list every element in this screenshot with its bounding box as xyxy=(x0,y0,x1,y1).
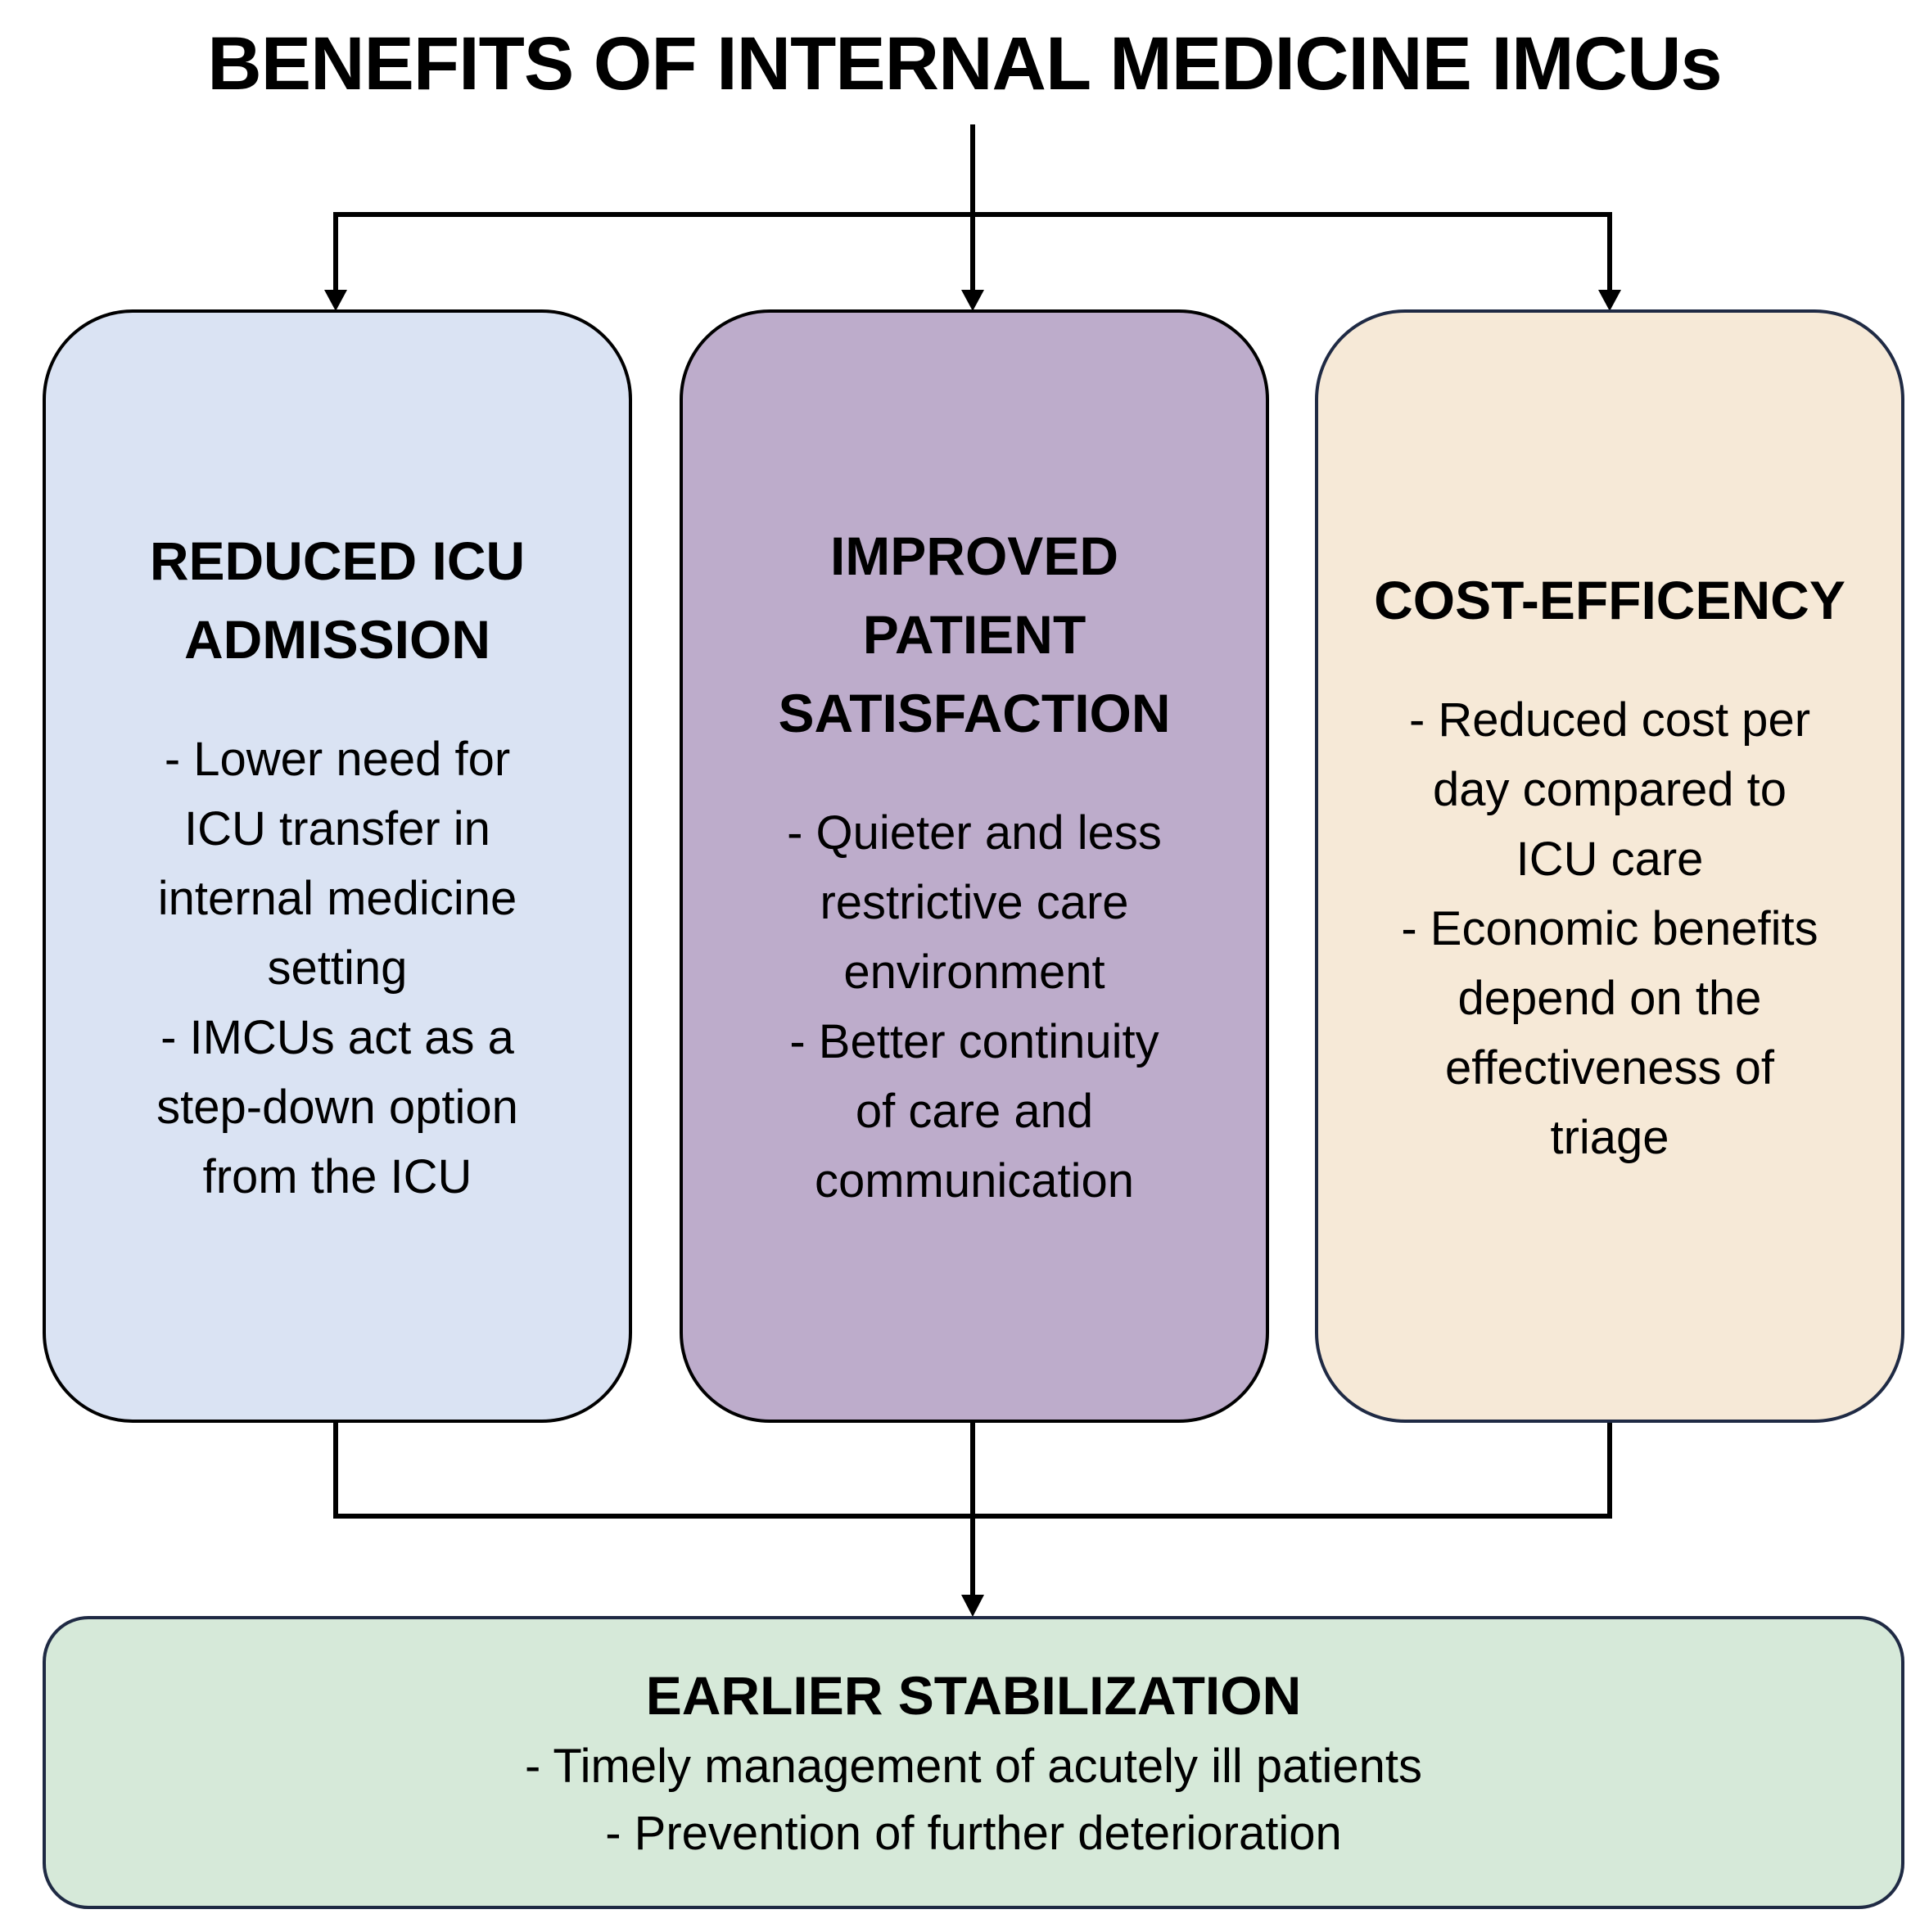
box-heading: COST-EFFICENCY xyxy=(1356,561,1863,639)
heading-line: SATISFACTION xyxy=(778,683,1171,743)
box-body: - Quieter and less restrictive care envi… xyxy=(721,798,1228,1216)
body-line: from the ICU xyxy=(202,1149,472,1203)
body-line: - Quieter and less xyxy=(787,806,1162,860)
diagram-title: BENEFITS OF INTERNAL MEDICINE IMCUs xyxy=(207,22,1722,106)
body-line: triage xyxy=(1550,1110,1669,1164)
heading-line: COST-EFFICENCY xyxy=(1374,569,1845,630)
box-body: - Reduced cost per day compared to ICU c… xyxy=(1356,685,1863,1172)
body-line: step-down option xyxy=(156,1080,518,1134)
box-reduced-icu-admission: REDUCED ICU ADMISSION - Lower need for I… xyxy=(43,309,632,1423)
body-line: - Reduced cost per xyxy=(1408,693,1811,747)
bottom-box-body: - Timely management of acutely ill patie… xyxy=(525,1733,1422,1867)
heading-line: IMPROVED xyxy=(829,526,1119,586)
arrowhead-to-box-2 xyxy=(961,290,984,311)
body-line: - IMCUs act as a xyxy=(160,1010,514,1064)
body-line: - Better continuity xyxy=(789,1015,1159,1068)
box-body: - Lower need for ICU transfer in interna… xyxy=(84,724,591,1212)
top-branch-line xyxy=(333,212,1612,291)
box-heading: REDUCED ICU ADMISSION xyxy=(84,521,591,679)
body-line: - Prevention of further deterioration xyxy=(605,1807,1342,1860)
body-line: ICU transfer in xyxy=(184,801,490,855)
body-line: - Timely management of acutely ill patie… xyxy=(524,1740,1423,1793)
body-line: day compared to xyxy=(1432,762,1787,816)
box-cost-efficiency: COST-EFFICENCY - Reduced cost per day co… xyxy=(1315,309,1904,1423)
body-line: of care and xyxy=(855,1085,1094,1138)
bottom-box-heading: EARLIER STABILIZATION xyxy=(645,1665,1302,1726)
body-line: - Economic benefits xyxy=(1401,901,1818,955)
arrowhead-to-box-1 xyxy=(324,290,347,311)
body-line: communication xyxy=(814,1154,1135,1208)
heading-line: ADMISSION xyxy=(183,608,491,670)
body-line: restrictive care xyxy=(820,876,1129,929)
box-heading: IMPROVED PATIENT SATISFACTION xyxy=(721,517,1228,752)
box-improved-patient-satisfaction: IMPROVED PATIENT SATISFACTION - Quieter … xyxy=(680,309,1269,1423)
body-line: - Lower need for xyxy=(164,732,511,786)
body-line: depend on the xyxy=(1457,971,1762,1025)
body-line: environment xyxy=(843,946,1105,999)
body-line: setting xyxy=(267,941,408,995)
body-line: internal medicine xyxy=(157,871,517,925)
heading-line: PATIENT xyxy=(862,604,1086,665)
arrowhead-to-box-3 xyxy=(1598,290,1621,311)
arrowhead-to-bottom-box xyxy=(961,1595,984,1617)
heading-line: REDUCED ICU xyxy=(149,530,526,591)
box-earlier-stabilization: EARLIER STABILIZATION - Timely managemen… xyxy=(43,1616,1904,1909)
body-line: ICU care xyxy=(1516,832,1704,886)
body-line: effectiveness of xyxy=(1445,1040,1774,1095)
